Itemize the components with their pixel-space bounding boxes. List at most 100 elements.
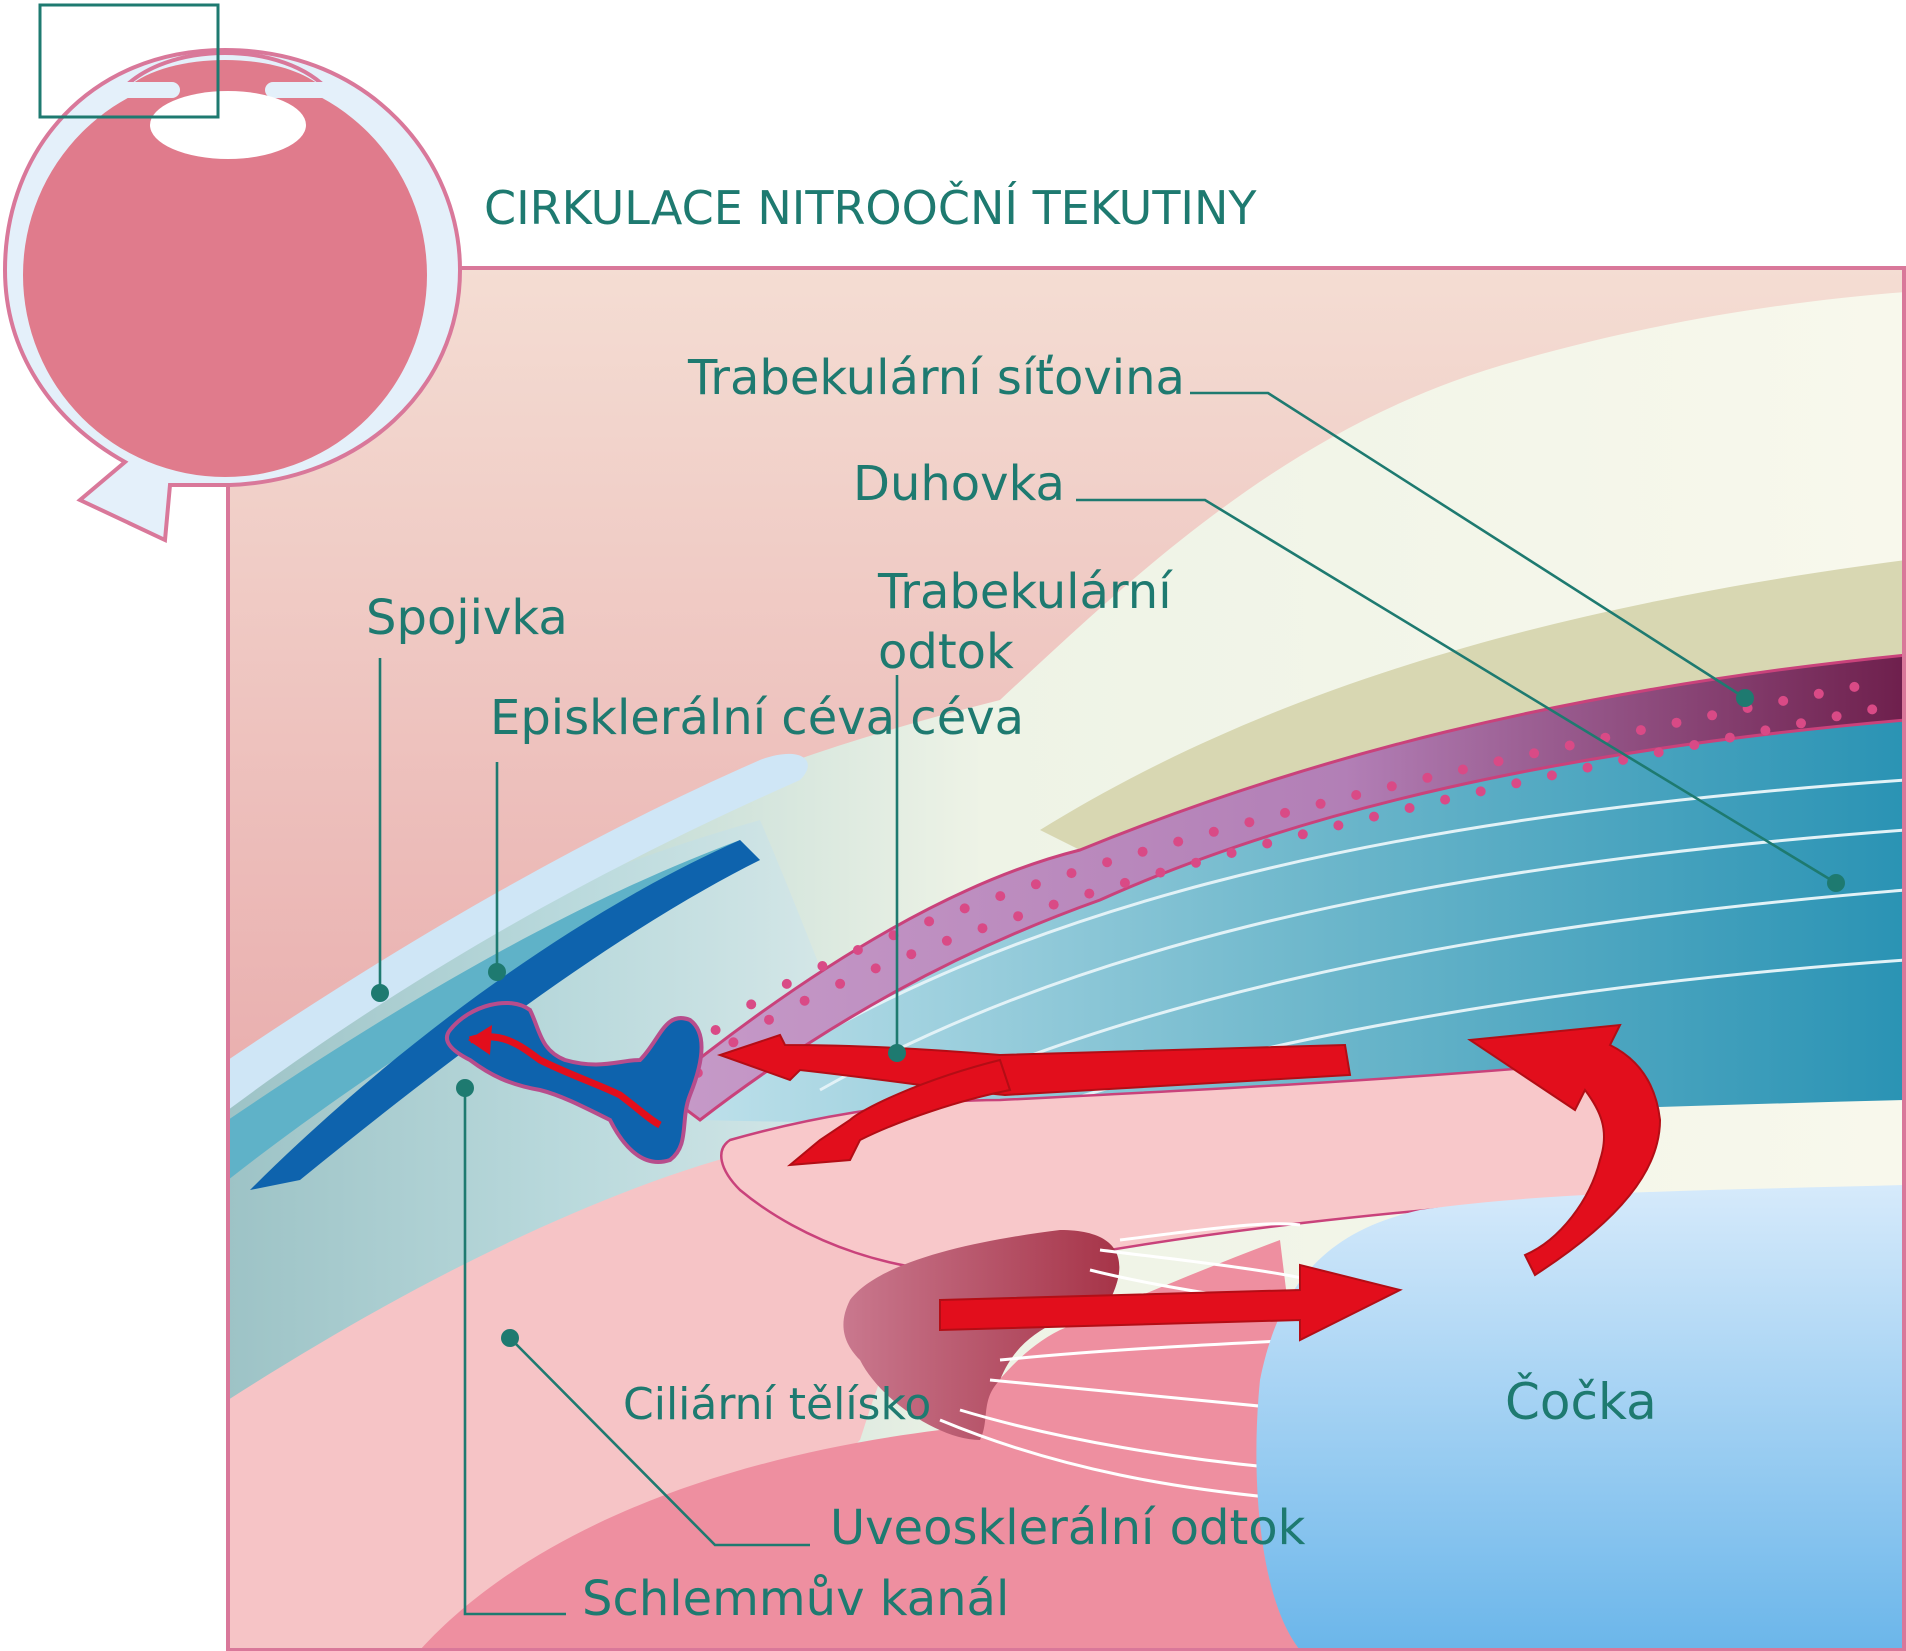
mesh-dot (906, 949, 917, 960)
conjunctiva-layer (228, 753, 808, 1110)
mesh-dot (977, 923, 988, 934)
mesh-dot (1084, 888, 1095, 899)
mesh-dot (1262, 838, 1273, 849)
label-conjunctiva: Spojivka (366, 590, 568, 646)
mesh-dot (1369, 811, 1379, 822)
leader-trabecular-meshwork (1190, 391, 1746, 700)
mesh-dot (781, 978, 792, 989)
label-trabecular-outflow-line1: Trabekulární (877, 564, 1173, 620)
flow-arrow-lower (939, 1263, 1403, 1342)
mesh-dot (710, 1025, 721, 1035)
mesh-dot (1013, 911, 1024, 922)
mesh-dot (1191, 857, 1201, 868)
dot-schlemm-canal (456, 1079, 474, 1097)
posterior-tissue (420, 1240, 1330, 1650)
flow-arrow-curved (1467, 1023, 1662, 1277)
leader-schlemm-canal (463, 1088, 566, 1616)
mesh-dot (1653, 747, 1664, 758)
dot-trabecular-outflow (888, 1044, 906, 1062)
mesh-dot (1440, 794, 1451, 805)
leader-lines (371, 391, 1845, 1616)
section-frame (226, 266, 1906, 1651)
mesh-dot (941, 935, 952, 946)
dot-iris (1827, 874, 1845, 892)
mesh-dot (1778, 695, 1789, 706)
leader-iris (1076, 498, 1837, 885)
mesh-dot (1422, 772, 1433, 783)
mesh-dot (1511, 778, 1522, 789)
mesh-dot (764, 1014, 774, 1025)
mesh-dot (1867, 704, 1878, 715)
mesh-dot (1102, 857, 1113, 868)
sclera (228, 820, 900, 1400)
mesh-dot (1173, 836, 1184, 847)
mesh-dot (746, 999, 757, 1010)
mesh-dot (870, 963, 881, 974)
mesh-dot (1048, 899, 1059, 910)
eye-overview (2, 3, 463, 544)
mesh-dot (1564, 740, 1575, 751)
mesh-dot (1137, 846, 1148, 857)
canal-flow-arrowhead (468, 1025, 492, 1055)
dot-uveoscleral-outflow (501, 1329, 519, 1347)
lens (1256, 1185, 1904, 1650)
mesh-dot (1333, 820, 1344, 831)
cross-section (228, 268, 1904, 1650)
label-schlemm-canal: Schlemmův kanál (582, 1571, 1009, 1627)
mesh-dot (1208, 826, 1219, 837)
trabecular-dots (675, 681, 1878, 1085)
mesh-dot (1386, 781, 1397, 792)
eye-iris-right (265, 82, 340, 98)
mesh-dot (1671, 717, 1682, 728)
mesh-dot (728, 1037, 739, 1048)
eye-lens (150, 91, 306, 159)
mesh-dot (1618, 754, 1629, 765)
iris-layers (700, 700, 1904, 1123)
dot-trabecular-meshwork (1736, 689, 1754, 707)
mesh-dot (1351, 790, 1362, 800)
mesh-dot (817, 961, 828, 971)
zoom-region-box (38, 3, 220, 119)
mesh-dot (1724, 732, 1735, 743)
mesh-dot (1475, 786, 1486, 797)
mesh-dot (1760, 725, 1771, 736)
mesh-dot (1066, 868, 1077, 879)
mesh-dot (1030, 879, 1041, 890)
mesh-dot (852, 945, 863, 955)
mesh-dot (1457, 764, 1468, 775)
mesh-dot (1155, 867, 1166, 878)
label-trabecular-meshwork: Trabekulární síťovina (687, 350, 1185, 406)
mesh-dot (799, 995, 810, 1006)
aqueous-flow-arrows (716, 1023, 1662, 1342)
label-episcleral-vessel: Episklerální céva céva (490, 690, 1024, 746)
label-iris: Duhovka (853, 456, 1065, 512)
label-lens: Čočka (1505, 1372, 1657, 1431)
iris-line (819, 828, 1904, 1092)
label-ciliary-body: Ciliární tělísko (623, 1379, 931, 1430)
label-trabecular-outflow-line2: odtok (878, 624, 1014, 680)
mesh-dot (1315, 798, 1326, 809)
flow-arrow-uveoscleral (786, 1058, 1012, 1167)
mesh-dot (1546, 770, 1557, 781)
mesh-dot (959, 903, 970, 914)
mesh-dot (1813, 688, 1824, 699)
mesh-dot (1244, 817, 1255, 828)
mesh-dot (1297, 829, 1308, 840)
mesh-dot (1280, 807, 1290, 818)
mesh-dot (1493, 756, 1504, 767)
mesh-dot (1796, 718, 1806, 729)
mesh-dot (1707, 710, 1718, 721)
cornea-stroma (1040, 560, 1904, 850)
ciliary-process (843, 1230, 1120, 1440)
diagram-title: CIRKULACE NITROOČNÍ TEKUTINY (484, 180, 1257, 235)
mesh-dot (1226, 848, 1237, 858)
eye-iris-left (105, 82, 180, 98)
mesh-dot (1635, 725, 1646, 736)
canal-flow-arrow (468, 1033, 662, 1129)
mesh-dot (1119, 877, 1130, 888)
eye-body (23, 73, 427, 477)
leader-uveoscleral-outflow (509, 1337, 810, 1547)
mesh-dot (1831, 711, 1842, 722)
